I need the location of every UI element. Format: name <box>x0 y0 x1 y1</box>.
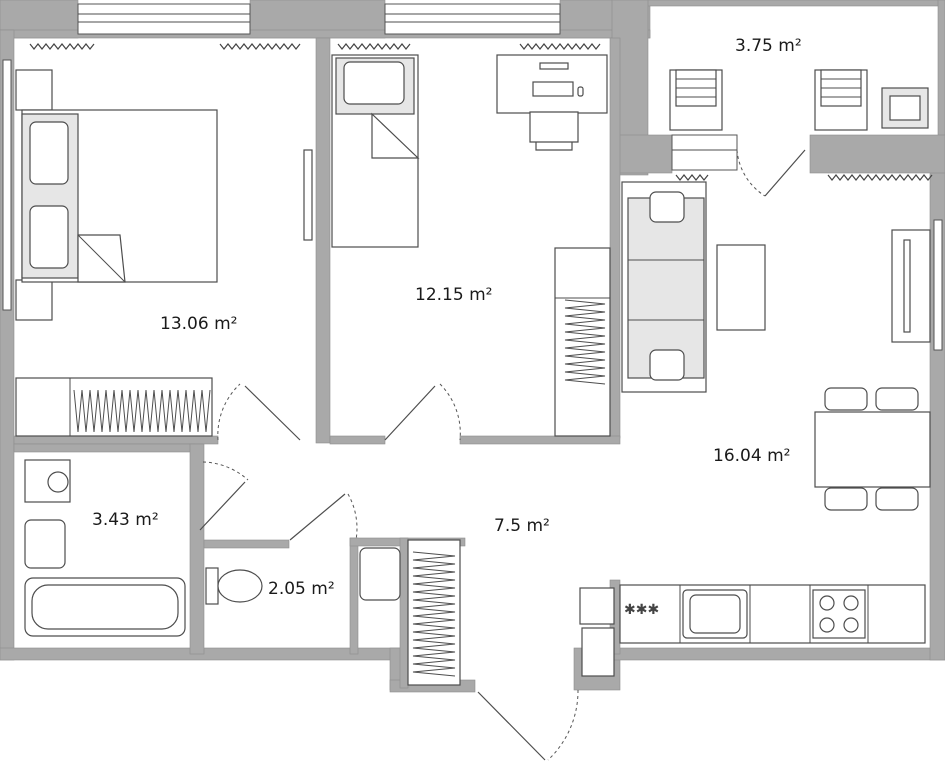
tv-stand <box>891 229 931 343</box>
wall-bottom-left <box>0 647 411 661</box>
area-label-hallway: 7.5 m² <box>494 516 550 536</box>
balcony-divider-left <box>611 134 673 174</box>
sofa-seat <box>627 197 705 379</box>
living-furniture: ✱✱✱ <box>579 181 931 677</box>
area-label-bathroom: 3.43 m² <box>92 510 159 530</box>
balcony-door-window <box>671 134 738 171</box>
wall-bath-bottom-top <box>13 443 195 453</box>
tv <box>903 239 911 333</box>
door-balcony[interactable] <box>764 149 806 197</box>
single-blanket-fold <box>371 112 420 159</box>
area-label-toilet: 2.05 m² <box>268 579 335 599</box>
fridge-appliance <box>579 587 615 625</box>
sofa-cushion-bottom <box>649 349 685 381</box>
bedside-table-bottom <box>15 279 53 321</box>
wall-bedroom-divider <box>315 37 331 444</box>
area-label-second-bedroom: 12.15 m² <box>415 285 492 305</box>
kitchen-counter <box>619 584 926 644</box>
balcony-divider-right <box>809 134 945 174</box>
dining-chair-3 <box>824 487 868 511</box>
bathroom-furniture <box>24 459 186 637</box>
dining-table <box>814 411 931 488</box>
hallway-sink <box>359 547 401 601</box>
bathtub-inner <box>31 584 179 630</box>
balcony-furniture <box>669 69 929 131</box>
wall-bedroom-bottom <box>13 435 219 445</box>
door-bedroom[interactable] <box>244 385 301 441</box>
area-label-living-kitchen: 16.04 m² <box>713 446 790 466</box>
area-labels: 13.06 m² 12.15 m² 3.75 m² 16.04 m² 7.5 m… <box>92 36 802 599</box>
desk-chair <box>529 111 579 151</box>
single-pillow <box>343 61 405 105</box>
wall-second-bedroom-right <box>609 37 621 439</box>
wall-bedroom2-bottom-right <box>459 435 621 445</box>
svg-text:✱✱✱: ✱✱✱ <box>624 602 659 618</box>
deck-chair-right <box>814 69 868 131</box>
area-label-bedroom: 13.06 m² <box>160 314 237 334</box>
cooktop <box>812 589 866 639</box>
doors <box>199 149 806 761</box>
dining-chair-1 <box>824 387 868 411</box>
area-label-balcony: 3.75 m² <box>735 36 802 56</box>
wall-bedroom2-bottom <box>329 435 386 445</box>
mouse <box>577 86 584 97</box>
shoe-rack <box>581 627 615 677</box>
wall-wardrobe-left <box>399 537 409 689</box>
window-right <box>933 219 943 351</box>
wall-toilet-right <box>349 537 359 655</box>
bedroom-furniture <box>15 69 313 437</box>
wall-toilet-top <box>203 539 290 549</box>
wall-tv <box>303 149 313 241</box>
window-left <box>2 59 12 311</box>
balcony-wall-top <box>644 0 945 7</box>
deck-chair-left <box>669 69 723 131</box>
second-bedroom-furniture <box>331 54 611 437</box>
newspaper-icon <box>889 95 921 121</box>
hallway-furniture <box>359 539 461 686</box>
sofa-cushion-top <box>649 191 685 223</box>
toilet-tank <box>205 567 219 605</box>
pillow-top <box>29 121 69 185</box>
bedside-table-top <box>15 69 53 111</box>
coffee-table <box>716 244 766 331</box>
radiators <box>29 43 933 181</box>
sink-basin <box>689 594 741 634</box>
wall-bath-toilet <box>189 443 205 655</box>
keyboard <box>532 81 574 97</box>
dining-chair-2 <box>875 387 919 411</box>
toilet-bowl <box>217 569 263 603</box>
door-bathroom[interactable] <box>199 481 246 531</box>
pillow-bottom <box>29 205 69 269</box>
window-second-bedroom <box>384 3 561 35</box>
monitor <box>539 62 569 70</box>
wall-bottom-right <box>609 647 945 661</box>
door-entrance[interactable] <box>477 691 546 761</box>
window-bedroom <box>77 3 251 35</box>
bathroom-sink <box>24 519 66 569</box>
dining-chair-4 <box>875 487 919 511</box>
door-toilet[interactable] <box>289 493 346 541</box>
toilet-furniture <box>205 567 263 605</box>
door-second-bedroom[interactable] <box>384 385 436 441</box>
